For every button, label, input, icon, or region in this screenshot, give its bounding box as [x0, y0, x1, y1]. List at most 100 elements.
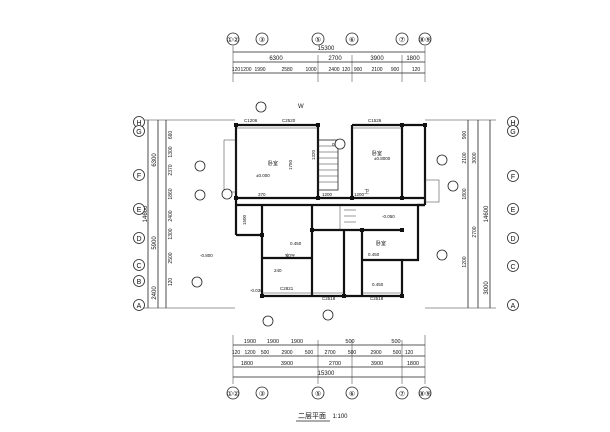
svg-text:H: H: [136, 120, 141, 127]
bottom-axis-bubble-6: ⑧⑨: [418, 386, 432, 400]
room-label-c: 卫: [364, 189, 369, 195]
left-axis-bubble-G: G: [133, 125, 145, 137]
svg-text:G: G: [510, 129, 515, 136]
svg-text:B: B: [137, 279, 142, 286]
dim-1750: 1750: [288, 159, 293, 170]
bottom-dim-row1-0: 1900: [244, 339, 256, 345]
plan-labels: C1206 C2520 C1526 C2821 C2518 C2518 0.22…: [200, 104, 395, 301]
left-dim-inner-6: 2500: [168, 252, 174, 263]
dim-1200b: 1200: [354, 192, 365, 197]
north-label: W: [298, 104, 304, 110]
bottom-dim-row3-4: 1800: [407, 361, 419, 367]
svg-text:①②: ①②: [227, 390, 240, 398]
left-axis-bubble-H: H: [133, 116, 145, 128]
drawing-scale: 1:100: [332, 414, 348, 420]
right-axis-bubble-G: G: [507, 125, 519, 137]
right-dim-outer-0: 3000: [484, 281, 490, 295]
bottom-overall-dim: 15300: [318, 371, 335, 377]
svg-text:⑧⑨: ⑧⑨: [419, 36, 432, 44]
left-dim-inner-1: 1300: [168, 146, 174, 157]
svg-text:E: E: [137, 207, 142, 214]
top-dim-row2-9: 900: [391, 67, 400, 73]
top-dim-row1-2: 3900: [370, 56, 384, 62]
drawing-title: 二层平面 1:100: [296, 412, 348, 422]
level-a: ±0.000: [256, 173, 270, 178]
left-dim-outer-1: 5900: [152, 236, 158, 250]
top-dim-row2-4: 1000: [305, 67, 316, 73]
dim-370: 370: [258, 192, 266, 197]
svg-text:A: A: [137, 303, 142, 310]
level-h: 0.450: [368, 252, 380, 257]
right-axis-bubble-F: F: [507, 170, 519, 182]
window-c2520: C2520: [282, 118, 296, 123]
right-overall-dim: 14600: [484, 205, 490, 222]
room-label-e: 卧室: [376, 240, 386, 247]
window-c1206: C1206: [244, 118, 258, 123]
top-dim-row2-2: 1990: [254, 67, 265, 73]
right-dim-inner-1: 2100: [462, 152, 468, 163]
top-dim-row2-5: 2400: [328, 67, 339, 73]
top-dim-row2-0: 120: [232, 67, 241, 73]
columns: [234, 123, 427, 298]
svg-text:H: H: [510, 120, 515, 127]
bottom-axis-bubble-2: ③: [255, 386, 269, 400]
bottom-axis-bubble-5: ⑦: [395, 386, 409, 400]
bottom-dim-row2-8: 500: [393, 350, 402, 356]
bottom-dim-row2-1: 1200: [244, 350, 255, 356]
svg-text:C: C: [136, 263, 141, 270]
svg-text:⑥: ⑥: [349, 390, 355, 398]
top-dim-row2-8: 2100: [371, 67, 382, 73]
left-axis-bubble-A: A: [133, 299, 145, 311]
level-g: ±0.8000: [374, 156, 391, 161]
bottom-dim-row2-5: 2700: [324, 350, 335, 356]
dim-1320: 1320: [311, 149, 316, 160]
top-dim-row2-6: 120: [342, 67, 351, 73]
svg-text:E: E: [511, 207, 516, 214]
svg-text:F: F: [511, 174, 515, 181]
left-overall-dim: 14600: [143, 205, 149, 222]
right-axis-bubble-C: C: [507, 260, 519, 272]
right-dim-inner-0: 900: [462, 131, 468, 140]
level-b: 0.450: [290, 241, 302, 246]
svg-text:D: D: [510, 236, 515, 243]
left-dim-outer-0: 6300: [152, 153, 158, 167]
svg-text:F: F: [137, 173, 141, 180]
svg-text:⑤: ⑤: [315, 36, 321, 44]
window-c1526: C1526: [368, 118, 382, 123]
left-dim-inner-4: 2400: [168, 210, 174, 221]
bottom-dimensions: 1900 1900 1900 500 500 120 1200 500 2900…: [226, 335, 432, 400]
window-c2518a: C2518: [322, 296, 336, 301]
top-axis-bubble-4: ⑥: [345, 32, 359, 46]
bottom-axis-bubble-3: ⑤: [311, 386, 325, 400]
bottom-dim-row2-2: 500: [261, 350, 270, 356]
bottom-dim-row3-3: 3900: [371, 361, 383, 367]
left-dim-inner-2: 2370: [168, 164, 174, 175]
bottom-dim-row2-0: 120: [232, 350, 241, 356]
right-dim-inner-2: 3000: [472, 152, 478, 163]
section-markers: [191, 101, 459, 327]
left-dim-inner-5: 1300: [168, 228, 174, 239]
bottom-dim-row3-1: 3900: [281, 361, 293, 367]
room-label-d: 客厅: [285, 253, 295, 260]
bottom-dim-row3-2: 2700: [329, 361, 341, 367]
top-axis-bubble-2: ③: [255, 32, 269, 46]
svg-text:⑤: ⑤: [315, 390, 321, 398]
right-axis-bubble-D: D: [507, 232, 519, 244]
dim-240: 240: [274, 268, 282, 273]
window-c2518b: C2518: [370, 296, 384, 301]
top-dim-row1-0: 6300: [269, 56, 283, 62]
left-dim-inner-0: 660: [168, 131, 174, 140]
top-axis-bubble-6: ⑧⑨: [418, 32, 432, 46]
top-dim-row1-3: 1800: [406, 56, 420, 62]
bottom-dim-row1-1: 1900: [267, 339, 279, 345]
svg-text:③: ③: [259, 390, 265, 398]
top-dim-row2-1: 1200: [240, 67, 251, 73]
svg-text:C: C: [510, 264, 515, 271]
building-walls: [223, 123, 440, 298]
left-dim-inner-7: 120: [168, 278, 174, 287]
drawing-title-text: 二层平面: [298, 412, 326, 420]
left-axis-bubble-F: F: [133, 169, 145, 181]
bottom-dim-row2-3: 2900: [281, 350, 292, 356]
